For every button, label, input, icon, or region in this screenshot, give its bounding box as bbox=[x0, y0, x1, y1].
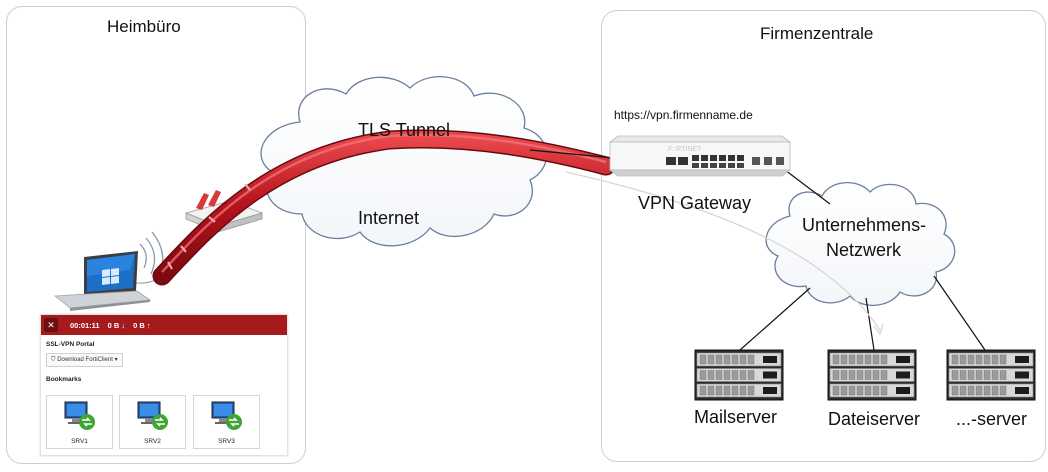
network-links bbox=[529, 149, 986, 351]
headquarters-title: Firmenzentrale bbox=[760, 24, 874, 43]
server-label-mail: Mailserver bbox=[694, 407, 778, 427]
gateway-url: https://vpn.firmenname.de bbox=[614, 108, 753, 122]
home-office-title: Heimbüro bbox=[107, 17, 181, 36]
vpn-gateway-label: VPN Gateway bbox=[638, 193, 752, 213]
server-icon bbox=[827, 349, 917, 401]
server-label-file: Dateiserver bbox=[828, 409, 921, 429]
bookmark-srv1[interactable]: SRV1 bbox=[46, 395, 113, 449]
remote-desktop-icon bbox=[137, 401, 168, 430]
ssl-vpn-portal: ✕ 00:01:11 0 B ↓ 0 B ↑ SSL-VPN Portal ⛉ … bbox=[40, 314, 288, 456]
bookmark-label: SRV3 bbox=[218, 438, 235, 445]
bookmark-label: SRV2 bbox=[144, 438, 161, 445]
network-label-line1: Unternehmens- bbox=[802, 215, 927, 235]
chevron-down-icon: ▾ bbox=[114, 357, 118, 363]
shield-icon: ⛉ bbox=[51, 357, 56, 363]
remote-desktop-icon bbox=[211, 401, 242, 430]
internet-label: Internet bbox=[358, 208, 420, 228]
bookmark-srv3[interactable]: SRV3 bbox=[193, 395, 260, 449]
bytes-down: 0 B ↓ bbox=[107, 320, 126, 330]
session-timer: 00:01:11 bbox=[70, 320, 100, 330]
fortinet-logo-icon[interactable]: ✕ bbox=[44, 318, 58, 332]
portal-title: SSL-VPN Portal bbox=[46, 341, 95, 348]
bookmark-label: SRV1 bbox=[71, 438, 88, 445]
bookmark-srv2[interactable]: SRV2 bbox=[119, 395, 186, 449]
bookmarks-title: Bookmarks bbox=[46, 376, 82, 383]
portal-header-bar: ✕ 00:01:11 0 B ↓ 0 B ↑ bbox=[41, 315, 287, 335]
laptop-icon bbox=[53, 251, 152, 311]
network-label-line2: Netzwerk bbox=[826, 240, 902, 260]
server-icon bbox=[694, 349, 784, 401]
download-forticlient-button[interactable]: ⛉ Download FortiClient ▾ bbox=[46, 353, 123, 367]
server-icon bbox=[946, 349, 1036, 401]
download-label: Download FortiClient bbox=[57, 357, 113, 363]
firewall-icon: F::RTINET bbox=[608, 135, 792, 177]
tls-tunnel-label: TLS Tunnel bbox=[358, 120, 451, 140]
firewall-brand: F::RTINET bbox=[668, 146, 702, 153]
internet-cloud-icon bbox=[260, 76, 548, 247]
bytes-up: 0 B ↑ bbox=[133, 320, 151, 330]
corporate-network-cloud-icon bbox=[765, 181, 956, 307]
remote-desktop-icon bbox=[64, 401, 95, 430]
server-label-other: ...-server bbox=[956, 409, 1028, 429]
